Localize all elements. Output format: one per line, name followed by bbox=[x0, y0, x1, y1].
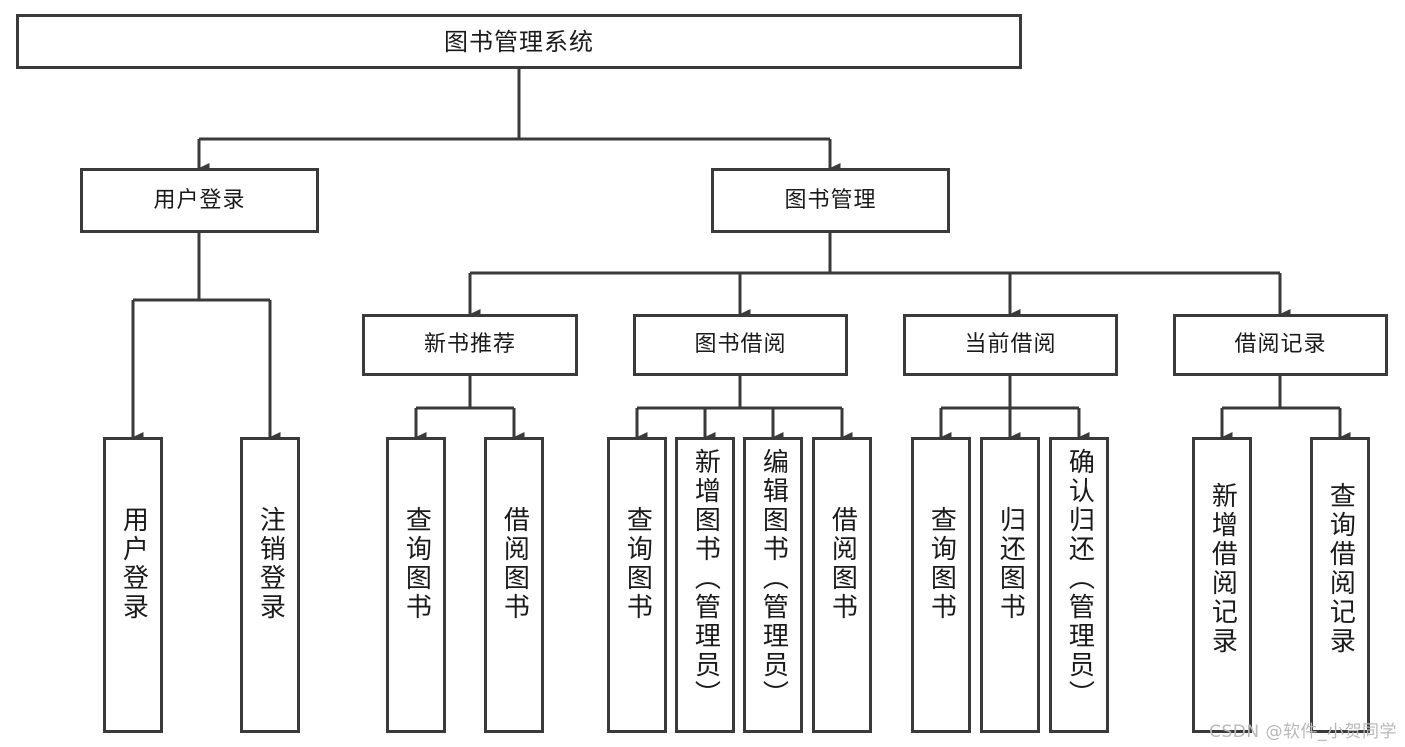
node-label: 新书推荐 bbox=[423, 332, 516, 358]
node-label: 用户登录 bbox=[153, 187, 246, 213]
leaf-confirm-return-admin[interactable]: 确认归还（管理员） bbox=[1049, 437, 1109, 733]
node-current-borrow[interactable]: 当前借阅 bbox=[903, 314, 1118, 376]
node-book-management[interactable]: 图书管理 bbox=[711, 168, 950, 233]
leaf-add-borrow-record[interactable]: 新增借阅记录 bbox=[1192, 437, 1252, 733]
leaf-add-book-admin[interactable]: 新增图书（管理员） bbox=[675, 437, 735, 733]
node-book-borrow[interactable]: 图书借阅 bbox=[633, 314, 848, 376]
leaf-query-borrow-record[interactable]: 查询借阅记录 bbox=[1310, 437, 1370, 733]
leaf-label: 新增借阅记录 bbox=[1207, 482, 1238, 656]
leaf-label: 新增图书（管理员） bbox=[690, 448, 721, 709]
node-label: 图书管理 bbox=[784, 187, 877, 213]
leaf-borrow-book-recommend[interactable]: 借阅图书 bbox=[484, 437, 544, 733]
leaf-query-book-current[interactable]: 查询图书 bbox=[911, 437, 971, 733]
node-new-book-recommend[interactable]: 新书推荐 bbox=[362, 314, 578, 376]
leaf-query-book-borrow[interactable]: 查询图书 bbox=[607, 437, 667, 733]
leaf-label: 查询图书 bbox=[622, 506, 653, 622]
leaf-label: 借阅图书 bbox=[499, 506, 530, 622]
leaf-logout[interactable]: 注销登录 bbox=[240, 437, 300, 733]
leaf-query-book-recommend[interactable]: 查询图书 bbox=[386, 437, 446, 733]
leaf-label: 编辑图书（管理员） bbox=[758, 448, 789, 709]
node-label: 图书借阅 bbox=[694, 332, 787, 358]
leaf-user-login[interactable]: 用户登录 bbox=[103, 437, 163, 733]
leaf-label: 用户登录 bbox=[118, 506, 149, 622]
node-label: 当前借阅 bbox=[964, 332, 1057, 358]
leaf-label: 注销登录 bbox=[255, 506, 286, 622]
node-label: 图书管理系统 bbox=[444, 27, 594, 56]
node-borrow-record[interactable]: 借阅记录 bbox=[1173, 314, 1388, 376]
leaf-borrow-book[interactable]: 借阅图书 bbox=[812, 437, 872, 733]
leaf-label: 归还图书 bbox=[995, 506, 1026, 622]
leaf-label: 查询图书 bbox=[926, 506, 957, 622]
leaf-label: 查询图书 bbox=[401, 506, 432, 622]
node-label: 借阅记录 bbox=[1234, 332, 1327, 358]
leaf-edit-book-admin[interactable]: 编辑图书（管理员） bbox=[743, 437, 803, 733]
node-user-login[interactable]: 用户登录 bbox=[80, 168, 319, 233]
leaf-label: 确认归还（管理员） bbox=[1064, 448, 1095, 709]
leaf-label: 查询借阅记录 bbox=[1325, 482, 1356, 656]
leaf-label: 借阅图书 bbox=[827, 506, 858, 622]
leaf-return-book[interactable]: 归还图书 bbox=[980, 437, 1040, 733]
node-root-system[interactable]: 图书管理系统 bbox=[16, 14, 1022, 69]
